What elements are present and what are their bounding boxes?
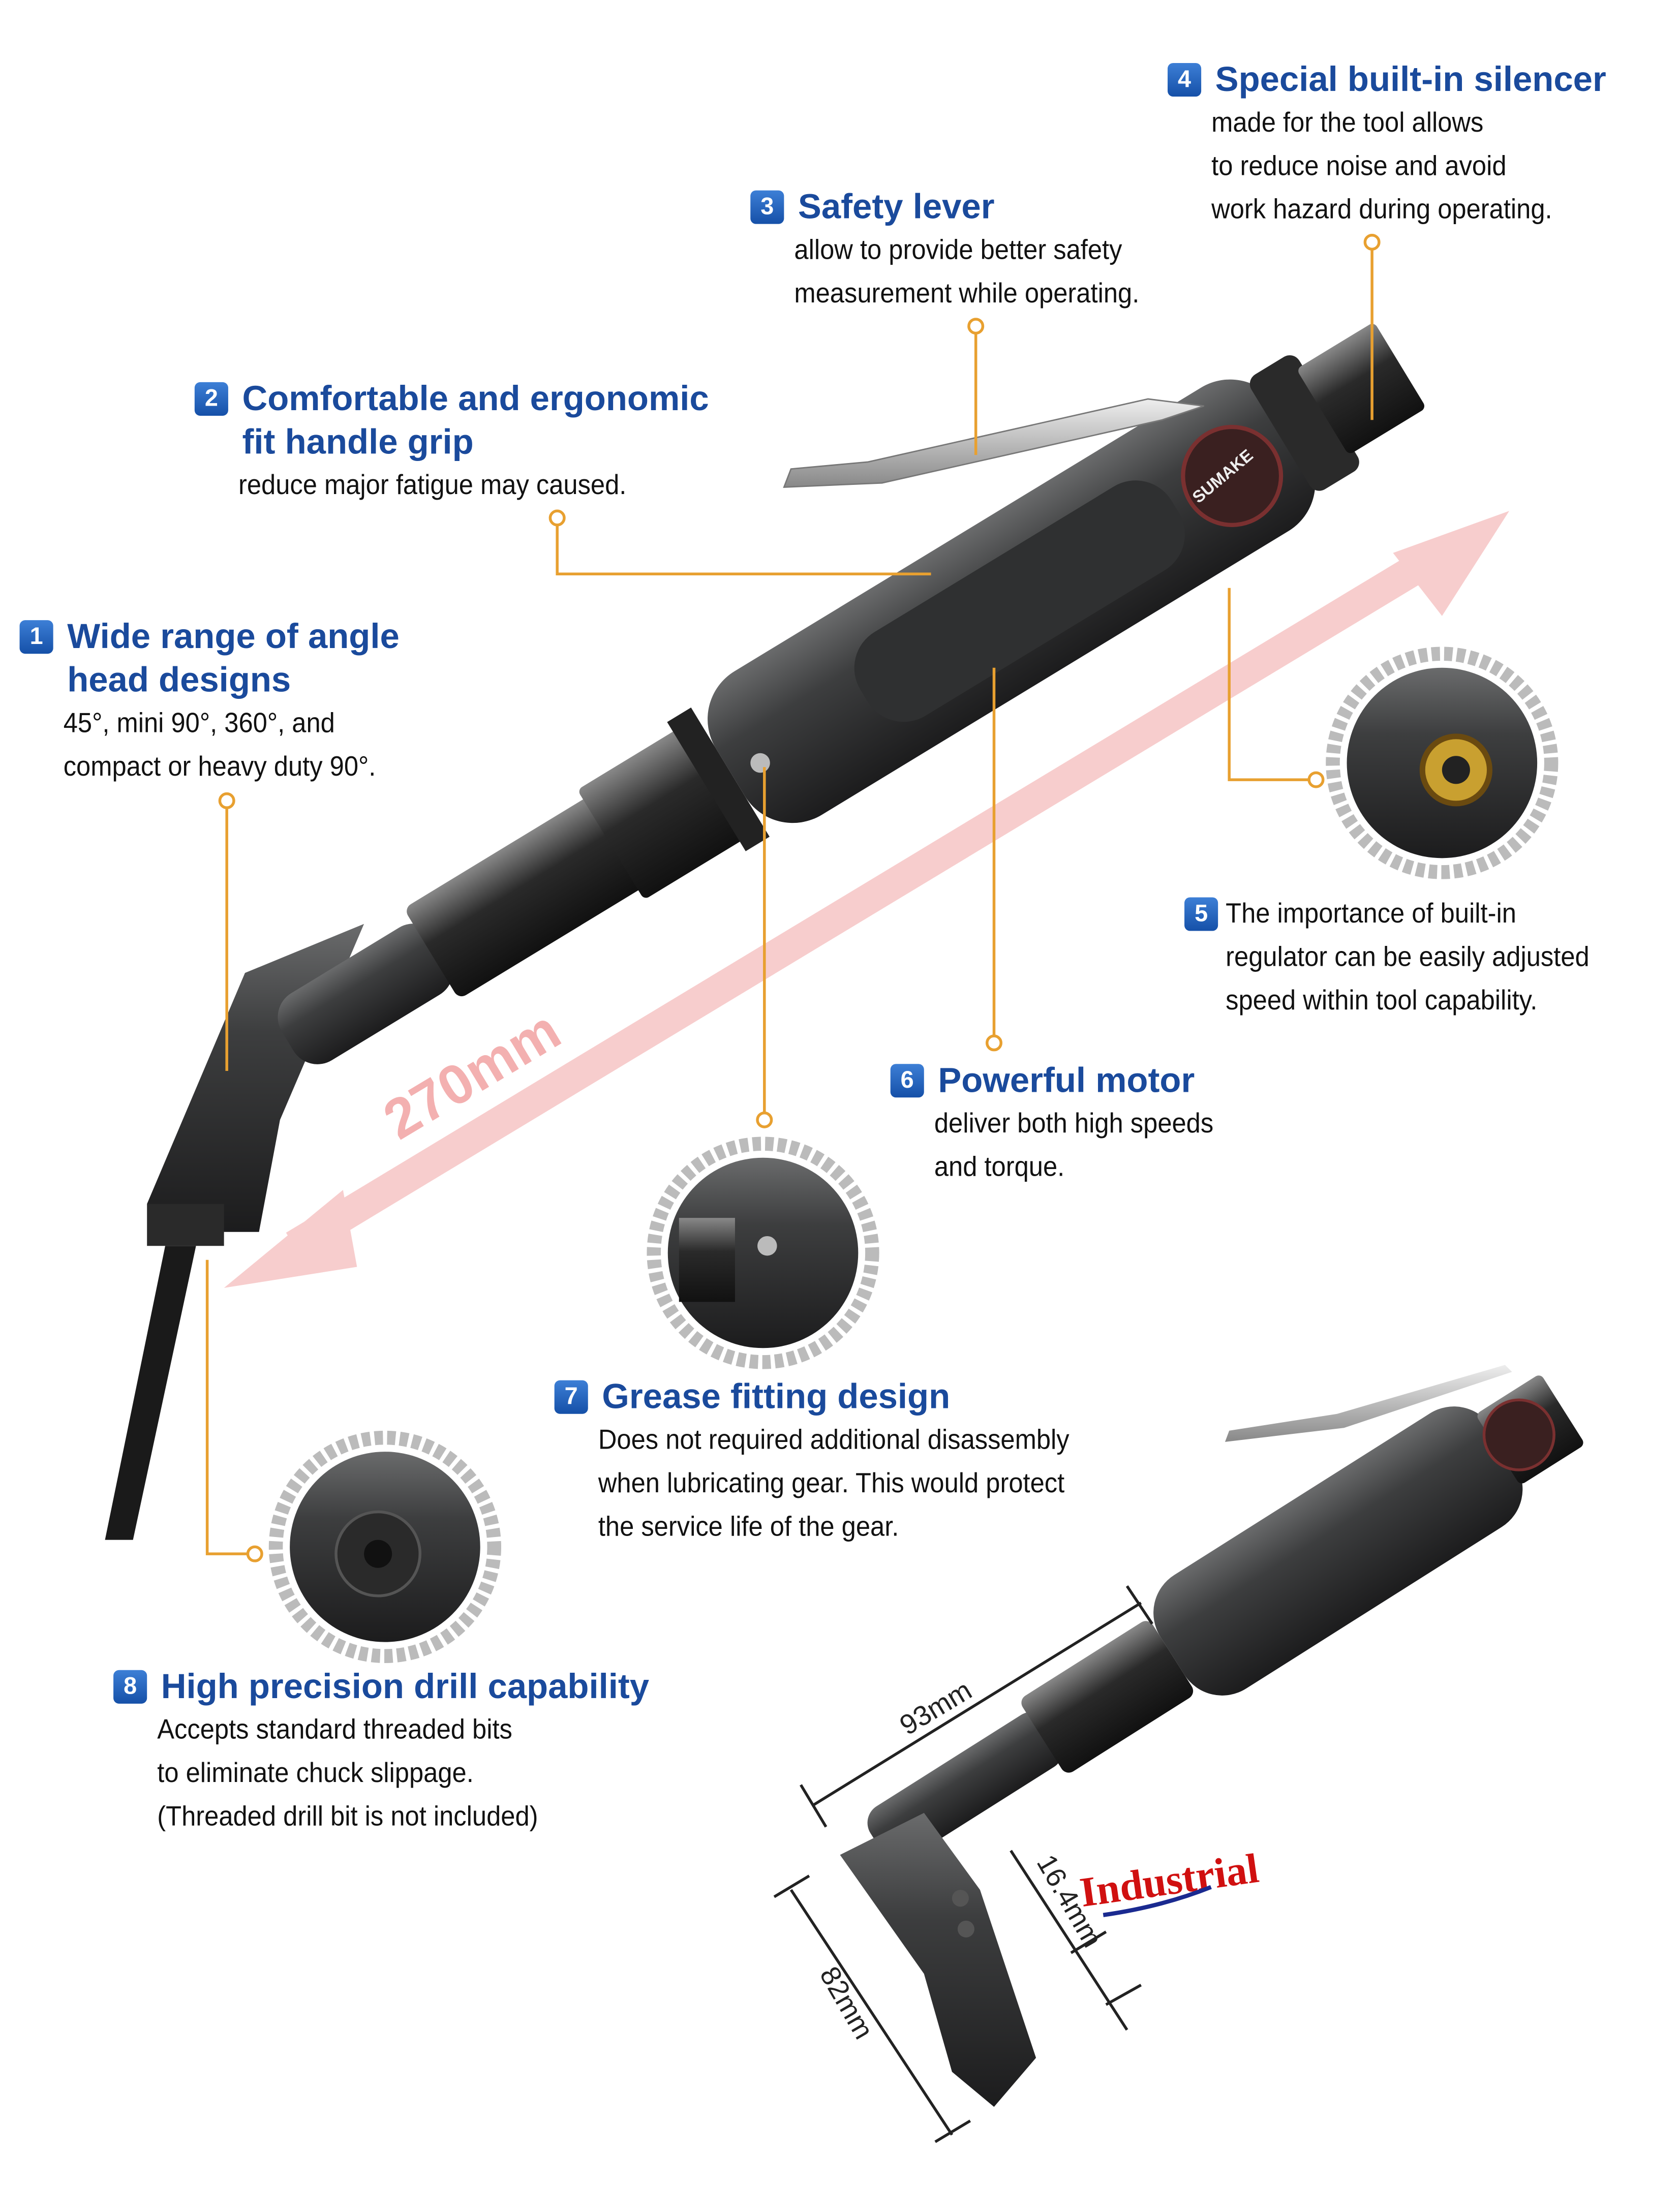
number-badge-icon: 5 [1184, 897, 1218, 931]
feature-grease-fitting: 7 Grease fitting design Does not require… [554, 1376, 1114, 1550]
safety-lever [783, 398, 1205, 488]
leader-dots [218, 233, 1381, 1562]
feature-title: Special built-in silencer [1215, 60, 1606, 100]
feature-title: Safety lever [798, 188, 995, 227]
leader-lines [205, 244, 1373, 1555]
feature-description: Does not required additional disassembly… [598, 1425, 1070, 1543]
number-badge-icon: 3 [750, 190, 784, 224]
feature-title: Grease fitting design [602, 1377, 951, 1417]
feature-motor: 6 Powerful motor deliver both high speed… [890, 1060, 1242, 1190]
dimension-lines [773, 1585, 1153, 2143]
main-tool: SUMAKE [105, 324, 1424, 1540]
feature-safety-lever: 3 Safety lever allow to provide better s… [750, 186, 1173, 316]
number-badge-icon: 2 [194, 382, 228, 416]
drill-chuck-inset [268, 1430, 502, 1663]
feature-title: Powerful motor [938, 1061, 1195, 1100]
svg-text:Industrial: Industrial [1077, 1845, 1262, 1916]
number-badge-icon: 1 [19, 620, 53, 654]
grease-fitting-inset [647, 1136, 879, 1369]
feature-drill-capability: 8 High precision drill capability Accept… [113, 1666, 649, 1839]
feature-silencer: 4 Special built-in silencer made for the… [1168, 59, 1606, 233]
length-arrow [224, 511, 1510, 1288]
number-badge-icon: 4 [1168, 63, 1202, 97]
feature-title: High precision drill capability [161, 1667, 650, 1707]
head-length-dimension-label: 82mm [814, 1961, 880, 2044]
industrial-logo: Industrial [1077, 1845, 1262, 1917]
regulator-inset [1326, 647, 1559, 879]
number-badge-icon: 8 [113, 1670, 147, 1704]
dimension-tool [840, 1365, 1583, 2107]
number-badge-icon: 7 [554, 1380, 588, 1414]
number-badge-icon: 6 [890, 1064, 924, 1098]
feature-description: reduce major fatigue may caused. [238, 470, 627, 502]
